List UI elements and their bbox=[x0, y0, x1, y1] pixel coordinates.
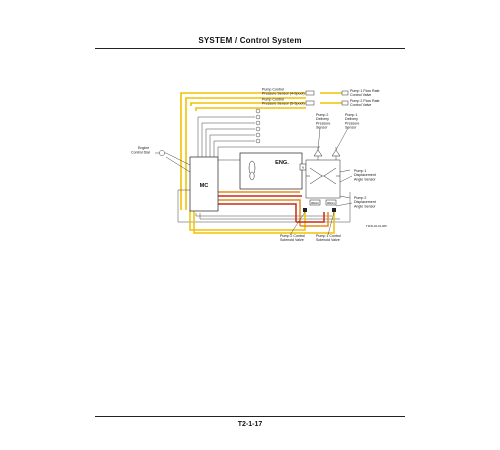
reg1-box bbox=[325, 199, 337, 206]
pump1-flow-valve-label: Pump 1 Flow Rate Control Valve bbox=[350, 89, 381, 97]
circle-2 bbox=[255, 120, 261, 126]
diagram-labels: Engine Control Dial Pump Control Pressur… bbox=[131, 88, 387, 243]
pump1-solenoid-label: Pump 1 Control Solenoid Valve bbox=[316, 234, 342, 242]
sensor-connector-1 bbox=[305, 90, 315, 96]
pump1-angle-label: Pump 1 Displacement Angle Sensor bbox=[354, 169, 377, 181]
wire-left-loop bbox=[177, 189, 351, 223]
sensor-circles bbox=[159, 108, 261, 156]
mc-controller: MC bbox=[189, 156, 219, 212]
top-connectors bbox=[305, 90, 349, 106]
reg1-label: REG1 bbox=[327, 201, 335, 205]
n-sensor-label: N bbox=[302, 166, 304, 170]
red-line-2 bbox=[218, 203, 297, 222]
pressure-sensor-2-icon bbox=[313, 149, 323, 157]
yellow-line-9 bbox=[189, 210, 306, 231]
valve-connector-1 bbox=[341, 90, 349, 96]
yellow-line-4 bbox=[195, 107, 306, 111]
yellow-signal-lines bbox=[180, 92, 342, 210]
valve-connector-2 bbox=[341, 100, 349, 106]
pump-1-swash bbox=[323, 167, 337, 185]
wire-dial bbox=[155, 152, 191, 166]
wire-dial-2 bbox=[165, 156, 191, 173]
mc-label: MC bbox=[200, 183, 209, 189]
solenoid-1-marker bbox=[332, 208, 336, 212]
circle-1 bbox=[255, 114, 261, 120]
pump2-angle-label: Pump 2 Displacement Angle Sensor bbox=[354, 196, 377, 208]
wire-mc-top-2 bbox=[201, 122, 255, 157]
circle-3 bbox=[255, 126, 261, 132]
wire-bottom-1 bbox=[195, 213, 332, 217]
pump2-delivery-label: Pump 2 Delivery Pressure Sensor bbox=[316, 113, 331, 130]
engine-label: ENG. bbox=[275, 160, 289, 166]
circle-6 bbox=[255, 108, 261, 114]
fan-icon bbox=[248, 160, 256, 181]
footer-rule bbox=[95, 416, 405, 417]
circle-4 bbox=[255, 132, 261, 138]
wire-bottom-2 bbox=[199, 213, 340, 220]
sensor-connector-2 bbox=[305, 100, 315, 106]
sensor-b-label: Pump Control Pressure Sensor (5-Spool) bbox=[262, 98, 305, 106]
engine: ENG. N bbox=[239, 152, 307, 190]
wire-mc-top-4 bbox=[209, 134, 255, 157]
pump-2-swash bbox=[309, 167, 323, 185]
pump2-solenoid-label: Pump 2 Control Solenoid Valve bbox=[280, 234, 306, 242]
orange-line-2 bbox=[218, 199, 301, 226]
wire-mc-top-3 bbox=[205, 128, 255, 157]
pump1-delivery-label: Pump 1 Delivery Pressure Sensor bbox=[345, 113, 360, 130]
solenoid-markers bbox=[303, 208, 336, 212]
figure-code: T1FD-02-01-005 bbox=[366, 224, 387, 228]
circle-5 bbox=[255, 138, 261, 144]
page-number: T2-1-17 bbox=[237, 421, 263, 428]
yellow-line-2 bbox=[185, 97, 306, 101]
pressure-sensor-1-icon bbox=[331, 149, 341, 157]
leader-lines bbox=[289, 127, 353, 236]
wire-mc-top-6 bbox=[217, 146, 320, 157]
engine-box bbox=[239, 152, 303, 190]
header-rule bbox=[95, 48, 405, 49]
mc-box bbox=[189, 156, 219, 212]
engine-control-dial-label: Engine Control Dial bbox=[131, 146, 150, 154]
yellow-line-1 bbox=[180, 92, 306, 96]
sensor-a-label: Pump Control Pressure Sensor (4-Spool) bbox=[262, 88, 305, 96]
pump-assembly bbox=[305, 149, 341, 206]
dial-circle bbox=[159, 150, 165, 156]
wire-mc-top-5 bbox=[213, 140, 255, 157]
wire-angle-1 bbox=[339, 169, 351, 173]
power-harness bbox=[189, 191, 335, 234]
orange-line-3 bbox=[300, 212, 329, 227]
red-line-3 bbox=[296, 212, 325, 223]
reg2-box bbox=[309, 199, 321, 206]
yellow-line-10 bbox=[193, 210, 335, 234]
reg2-label: REG2 bbox=[311, 201, 319, 205]
wire-angle-2 bbox=[339, 195, 351, 199]
pump2-flow-valve-label: Pump 2 Flow Rate Control Valve bbox=[350, 99, 381, 107]
page-header: SYSTEM / Control System bbox=[198, 36, 302, 45]
solenoid-2-marker bbox=[303, 208, 307, 212]
wire-mc-top-1 bbox=[197, 116, 255, 157]
yellow-line-3 bbox=[190, 102, 306, 106]
